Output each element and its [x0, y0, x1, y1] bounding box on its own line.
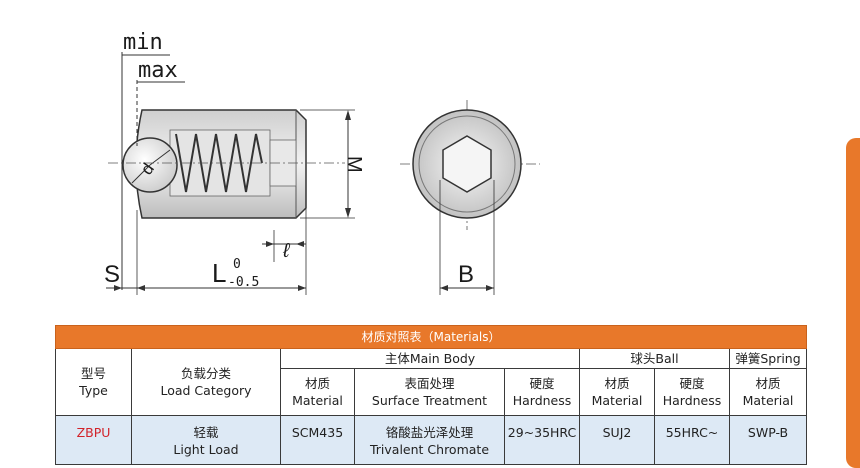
dim-l-label: ℓ: [282, 240, 291, 262]
table-title: 材质对照表（Materials）: [54, 325, 808, 349]
cell-ball-hardness: 55HRC~: [654, 415, 730, 465]
length-dimensions: S L 0 -0.5 ℓ: [104, 208, 307, 295]
end-view: B: [400, 100, 540, 295]
header-main-body: 主体Main Body: [280, 348, 580, 369]
cell-spring-material: SWP-B: [728, 415, 808, 465]
hex-socket-shape: [442, 135, 492, 193]
cell-hardness: 29~35HRC: [504, 415, 580, 465]
dim-L-upper-tol: 0: [233, 257, 241, 272]
dim-max-label: max: [138, 58, 178, 83]
dim-M-label: M: [343, 156, 365, 173]
dim-S-label: S: [104, 261, 120, 288]
cell-type: ZBPU: [55, 415, 132, 465]
dim-L-label: L: [212, 258, 226, 288]
header-spring: 弹簧Spring: [728, 348, 808, 369]
plunger-drawing: min max d M S L 0 -0.5 ℓ: [104, 30, 540, 295]
dim-B-label: B: [458, 261, 474, 288]
cell-ball-material: SUJ2: [579, 415, 655, 465]
m-dimension: M: [300, 109, 365, 219]
dim-min-label: min: [123, 30, 163, 55]
header-ball: 球头Ball: [579, 348, 730, 369]
side-tab[interactable]: [846, 138, 860, 468]
dim-L-lower-tol: -0.5: [228, 275, 259, 290]
min-max-dimension: min max: [121, 30, 185, 290]
side-view: [108, 109, 345, 219]
cell-material: SCM435: [280, 415, 355, 465]
